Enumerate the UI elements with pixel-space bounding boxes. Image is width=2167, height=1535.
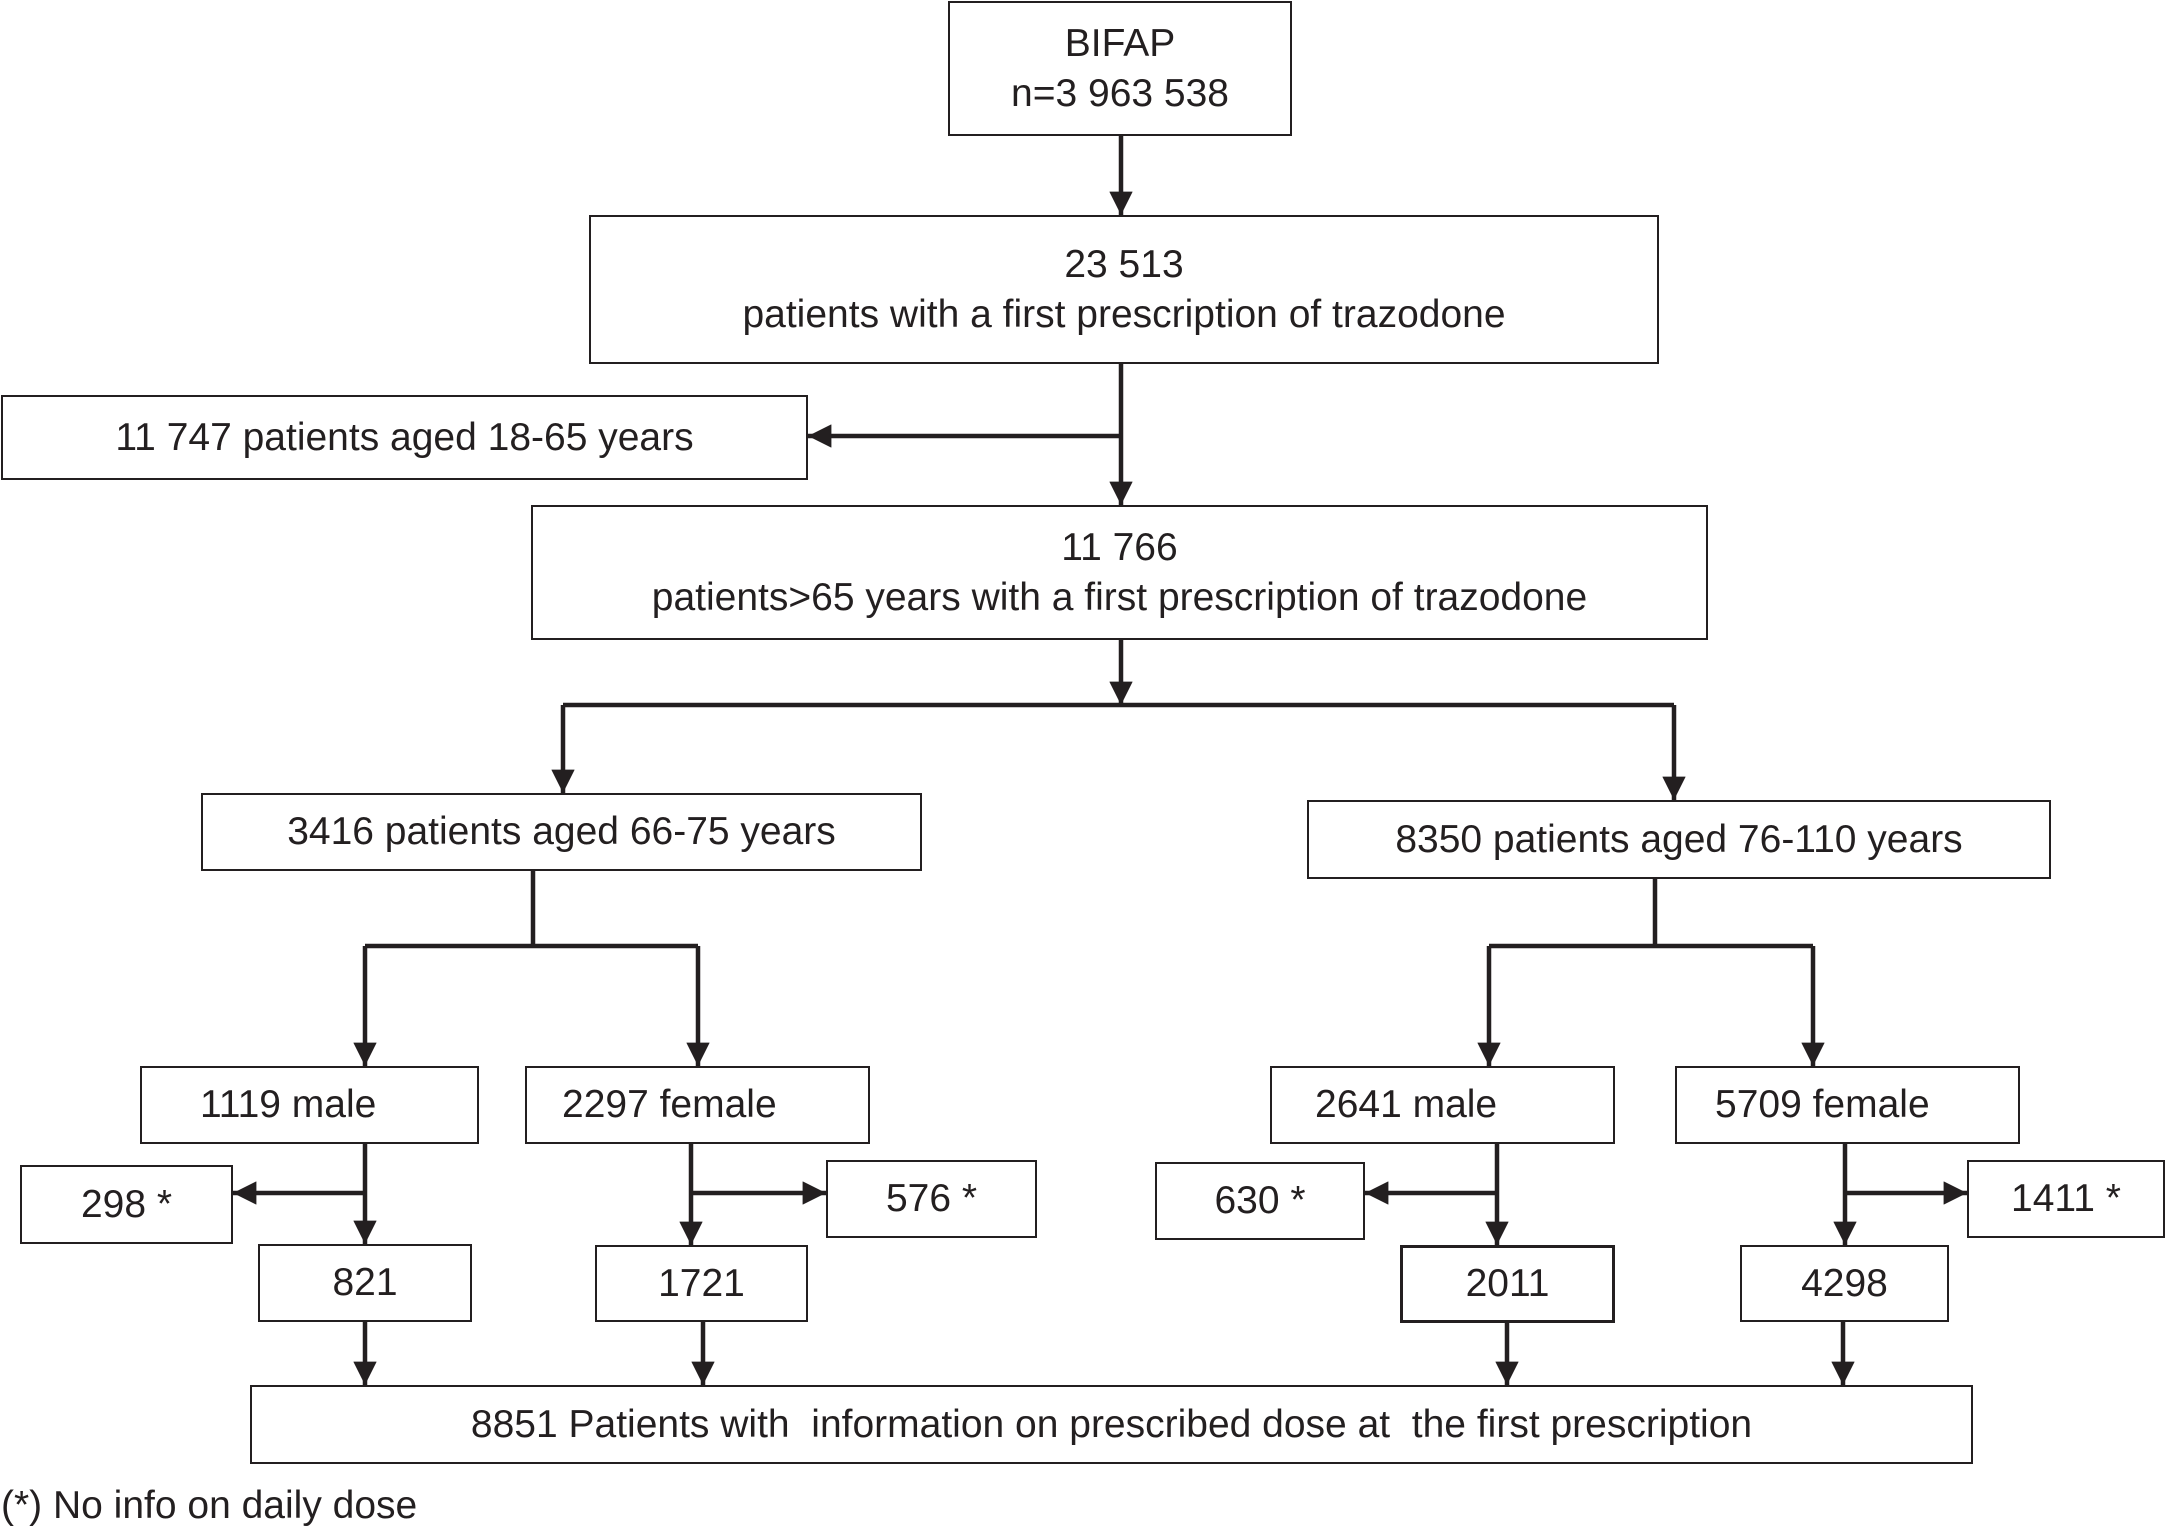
female-76-110-box: 5709 female xyxy=(1675,1066,2020,1144)
bifap-title: BIFAP xyxy=(1064,21,1176,65)
male-76-110-label: 2641 male xyxy=(1315,1083,1498,1126)
excluded-male-66-75-box: 298 * xyxy=(20,1165,233,1244)
excluded-male-66-75-label: 298 * xyxy=(80,1182,173,1226)
included-male-66-75-box: 821 xyxy=(258,1244,472,1322)
excluded-female-76-110-box: 1411 * xyxy=(1967,1160,2165,1238)
excluded-male-76-110-box: 630 * xyxy=(1155,1162,1365,1240)
male-76-110-box: 2641 male xyxy=(1270,1066,1615,1144)
over-65-count: 11 766 xyxy=(1061,525,1178,569)
over-65-label: patients>65 years with a first prescript… xyxy=(651,575,1588,619)
included-female-66-75-box: 1721 xyxy=(595,1245,808,1322)
aged-76-110-box: 8350 patients aged 76-110 years xyxy=(1307,800,2051,879)
excluded-female-66-75-box: 576 * xyxy=(826,1160,1037,1238)
final-cohort-box: 8851 Patients with information on prescr… xyxy=(250,1385,1973,1464)
male-66-75-box: 1119 male xyxy=(140,1066,479,1144)
footnote: (*) No info on daily dose xyxy=(1,1484,418,1527)
included-male-66-75-label: 821 xyxy=(332,1261,398,1304)
final-cohort-label: 8851 Patients with information on prescr… xyxy=(470,1402,1753,1446)
male-66-75-label: 1119 male xyxy=(200,1083,377,1126)
over-65-box: 11 766 patients>65 years with a first pr… xyxy=(531,505,1708,640)
bifap-count: n=3 963 538 xyxy=(1011,71,1229,115)
included-male-76-110-box: 2011 xyxy=(1400,1245,1615,1323)
first-prescription-label: patients with a first prescription of tr… xyxy=(742,292,1506,336)
aged-66-75-label: 3416 patients aged 66-75 years xyxy=(287,810,836,853)
excluded-female-76-110-label: 1411 * xyxy=(2011,1177,2121,1220)
aged-18-65-label: 11 747 patients aged 18-65 years xyxy=(115,415,694,459)
aged-76-110-label: 8350 patients aged 76-110 years xyxy=(1395,817,1963,861)
included-male-76-110-label: 2011 xyxy=(1465,1262,1550,1305)
included-female-76-110-box: 4298 xyxy=(1740,1245,1949,1322)
first-prescription-count: 23 513 xyxy=(1064,242,1184,286)
included-female-76-110-label: 4298 xyxy=(1801,1261,1888,1305)
excluded-female-66-75-label: 576 * xyxy=(885,1177,978,1220)
female-76-110-label: 5709 female xyxy=(1715,1083,1930,1126)
excluded-male-76-110-label: 630 * xyxy=(1214,1179,1306,1222)
bifap-box: BIFAP n=3 963 538 xyxy=(948,1,1292,136)
included-female-66-75-label: 1721 xyxy=(658,1261,745,1305)
first-prescription-box: 23 513 patients with a first prescriptio… xyxy=(589,215,1659,364)
aged-18-65-box: 11 747 patients aged 18-65 years xyxy=(1,395,808,480)
female-66-75-box: 2297 female xyxy=(525,1066,870,1144)
aged-66-75-box: 3416 patients aged 66-75 years xyxy=(201,793,922,871)
female-66-75-label: 2297 female xyxy=(562,1083,777,1126)
